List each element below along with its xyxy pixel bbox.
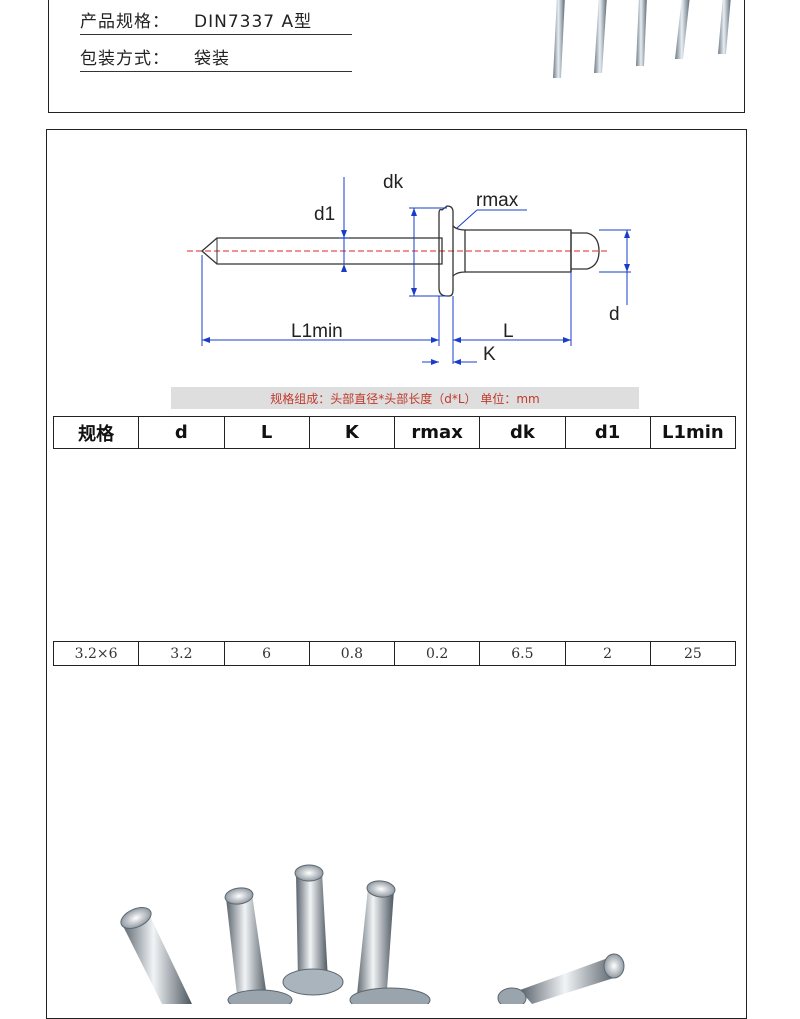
table-row: 3.2×6 3.2 6 0.8 0.2 6.5 2 25 bbox=[52, 641, 737, 666]
label-k: K bbox=[483, 344, 496, 365]
rivet-group bbox=[120, 864, 625, 1004]
dimension-arrows bbox=[202, 208, 630, 365]
spec-header-table: 规格 d L K rmax dk d1 L1min bbox=[52, 416, 737, 449]
info-label-package: 包装方式： bbox=[80, 48, 170, 69]
value-cell-l1min: 25 bbox=[649, 641, 737, 666]
info-label-spec: 产品规格： bbox=[80, 11, 170, 32]
mandrel-end-shape bbox=[571, 232, 600, 270]
dimension-lines bbox=[201, 177, 631, 364]
value-cell-rmax: 0.2 bbox=[393, 641, 481, 666]
label-dk: dk bbox=[383, 172, 404, 193]
info-value-package: 袋装 bbox=[194, 48, 230, 69]
header-cell-k: K bbox=[308, 416, 396, 449]
label-rmax: rmax bbox=[476, 190, 519, 211]
spec-panel: dk d1 rmax d L1min L K 规格组成：头部直径*头部长度（d*… bbox=[46, 129, 747, 1019]
header-cell-rmax: rmax bbox=[393, 416, 481, 449]
label-l: L bbox=[503, 321, 514, 342]
table-header-row: 规格 d L K rmax dk d1 L1min bbox=[52, 416, 737, 449]
value-cell-d: 3.2 bbox=[138, 641, 225, 666]
info-value-spec: DIN7337 A型 bbox=[194, 11, 313, 32]
value-cell-l: 6 bbox=[223, 641, 310, 666]
mandrel-shape bbox=[201, 237, 443, 265]
rivet-pins-image bbox=[553, 0, 731, 78]
rivet-head-shape bbox=[438, 205, 454, 297]
info-row-package: 包装方式： 袋装 bbox=[80, 41, 352, 72]
header-cell-l: L bbox=[223, 416, 310, 449]
spec-value-table: 3.2×6 3.2 6 0.8 0.2 6.5 2 25 bbox=[52, 641, 737, 666]
header-cell-l1min: L1min bbox=[649, 416, 737, 449]
value-cell-spec: 3.2×6 bbox=[52, 641, 140, 666]
header-cell-d1: d1 bbox=[564, 416, 651, 449]
rivets-photo bbox=[120, 864, 625, 1004]
label-l1min: L1min bbox=[291, 321, 343, 342]
header-cell-d: d bbox=[138, 416, 225, 449]
value-cell-d1: 2 bbox=[564, 641, 651, 666]
pin-shafts bbox=[553, 0, 731, 78]
label-d: d bbox=[609, 304, 620, 325]
rivet-dimension-diagram: dk d1 rmax d L1min L K bbox=[187, 172, 631, 365]
header-cell-dk: dk bbox=[479, 416, 566, 449]
value-cell-dk: 6.5 bbox=[479, 641, 566, 666]
info-row-spec: 产品规格： DIN7337 A型 bbox=[80, 4, 352, 35]
header-cell-spec: 规格 bbox=[52, 416, 140, 449]
product-info-box: 产品规格： DIN7337 A型 包装方式： 袋装 bbox=[48, 0, 745, 113]
label-d1: d1 bbox=[314, 204, 335, 225]
value-cell-k: 0.8 bbox=[308, 641, 396, 666]
spec-caption: 规格组成：头部直径*头部长度（d*L） 单位：mm bbox=[171, 387, 639, 409]
